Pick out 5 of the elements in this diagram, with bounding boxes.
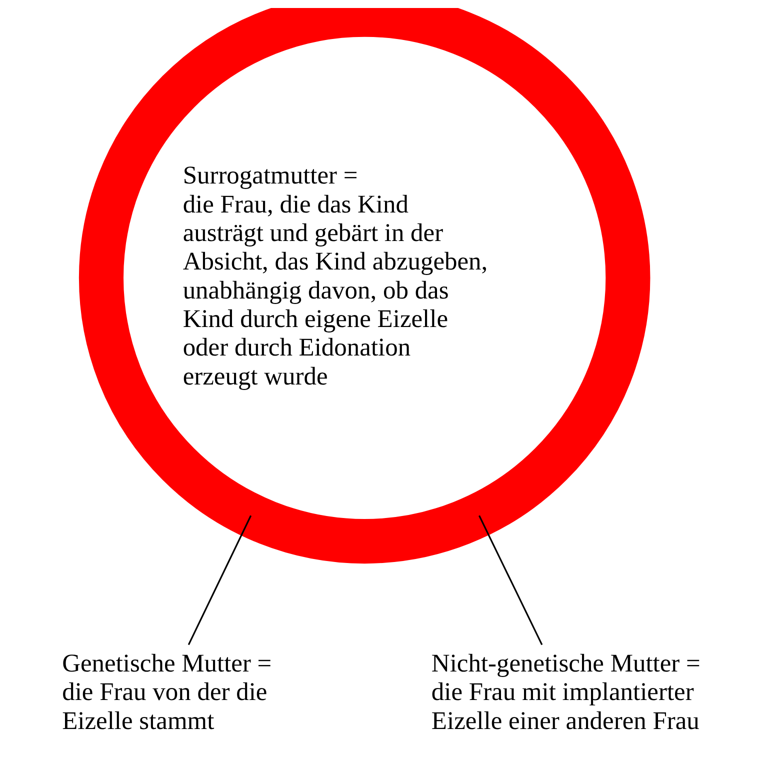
node-text: Genetische Mutter = die Frau von der die Eizelle stammt: [62, 648, 272, 735]
connector: [478, 515, 543, 646]
node-circle: Surrogatmutter = die Frau, die das Kind austrägt und gebärt in der Absicht, das Kind abzugeben, unabhängig davon, ob das Kind durch eigene Eizelle oder durch Eidonation erzeugt wurde: [78, 8, 650, 564]
node-text: Nicht-genetische Mutter = die Frau mit implantierter Eizelle einer anderen Frau: [431, 648, 700, 735]
connector: [188, 515, 252, 646]
